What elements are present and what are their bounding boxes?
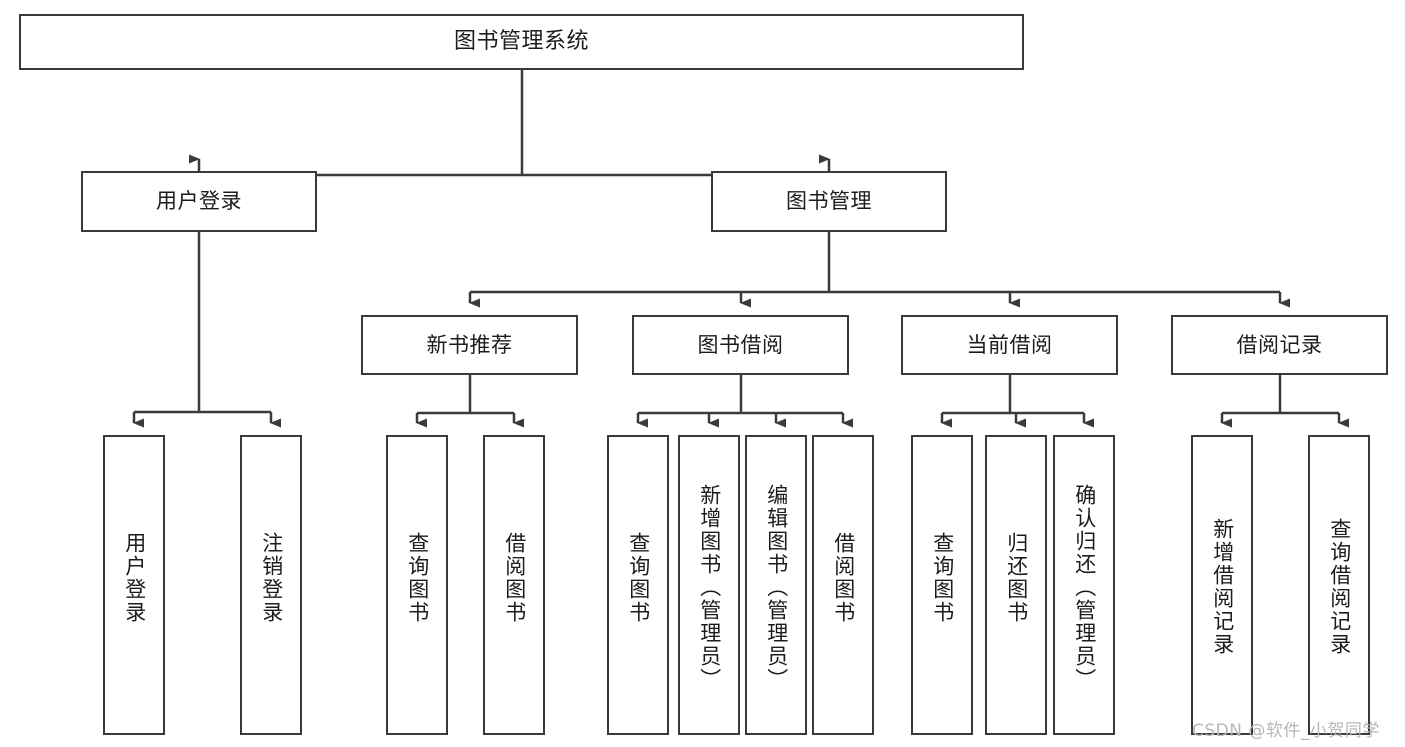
node-label-leaf-query-book-rec: 查询图书 xyxy=(405,532,430,624)
node-label-leaf-logout: 注销登录 xyxy=(259,532,284,624)
node-label-new-book-rec: 新书推荐 xyxy=(426,332,513,357)
node-label-leaf-query-book-borrow: 查询图书 xyxy=(626,532,651,624)
node-leaf-logout[interactable]: 注销登录 xyxy=(240,435,302,735)
node-leaf-query-book-borrow[interactable]: 查询图书 xyxy=(607,435,669,735)
csdn-watermark: CSDN @软件_小贺同学 xyxy=(1192,721,1380,741)
node-book-manage[interactable]: 图书管理 xyxy=(711,171,947,232)
node-label-root: 图书管理系统 xyxy=(453,29,589,55)
node-label-leaf-borrow-book-rec: 借阅图书 xyxy=(502,532,527,624)
node-label-leaf-confirm-return: 确认归还（管理员） xyxy=(1072,484,1097,691)
node-leaf-query-record[interactable]: 查询借阅记录 xyxy=(1308,435,1370,735)
node-label-leaf-add-book: 新增图书（管理员） xyxy=(697,484,722,691)
node-leaf-query-book-cur[interactable]: 查询图书 xyxy=(911,435,973,735)
node-leaf-add-record[interactable]: 新增借阅记录 xyxy=(1191,435,1253,735)
node-label-leaf-return-book: 归还图书 xyxy=(1004,532,1029,624)
node-leaf-query-book-rec[interactable]: 查询图书 xyxy=(386,435,448,735)
node-book-borrow[interactable]: 图书借阅 xyxy=(632,315,849,375)
node-label-leaf-query-record: 查询借阅记录 xyxy=(1327,518,1352,656)
node-leaf-user-login[interactable]: 用户登录 xyxy=(103,435,165,735)
node-leaf-return-book[interactable]: 归还图书 xyxy=(985,435,1047,735)
node-label-leaf-edit-book: 编辑图书（管理员） xyxy=(764,484,789,691)
node-user-login[interactable]: 用户登录 xyxy=(81,171,317,232)
node-label-borrow-record: 借阅记录 xyxy=(1236,332,1323,357)
node-label-leaf-add-record: 新增借阅记录 xyxy=(1210,518,1235,656)
node-leaf-add-book[interactable]: 新增图书（管理员） xyxy=(678,435,740,735)
node-label-user-login: 用户登录 xyxy=(156,189,242,214)
node-leaf-borrow-book[interactable]: 借阅图书 xyxy=(812,435,874,735)
node-leaf-confirm-return[interactable]: 确认归还（管理员） xyxy=(1053,435,1115,735)
node-label-current-borrow: 当前借阅 xyxy=(966,332,1053,357)
node-root[interactable]: 图书管理系统 xyxy=(19,14,1024,70)
node-label-leaf-query-book-cur: 查询图书 xyxy=(930,532,955,624)
node-label-book-borrow: 图书借阅 xyxy=(697,332,784,357)
node-borrow-record[interactable]: 借阅记录 xyxy=(1171,315,1388,375)
node-new-book-rec[interactable]: 新书推荐 xyxy=(361,315,578,375)
node-leaf-edit-book[interactable]: 编辑图书（管理员） xyxy=(745,435,807,735)
node-label-leaf-borrow-book: 借阅图书 xyxy=(831,532,856,624)
node-current-borrow[interactable]: 当前借阅 xyxy=(901,315,1118,375)
node-label-book-manage: 图书管理 xyxy=(786,189,872,214)
node-label-leaf-user-login: 用户登录 xyxy=(122,532,147,624)
node-leaf-borrow-book-rec[interactable]: 借阅图书 xyxy=(483,435,545,735)
